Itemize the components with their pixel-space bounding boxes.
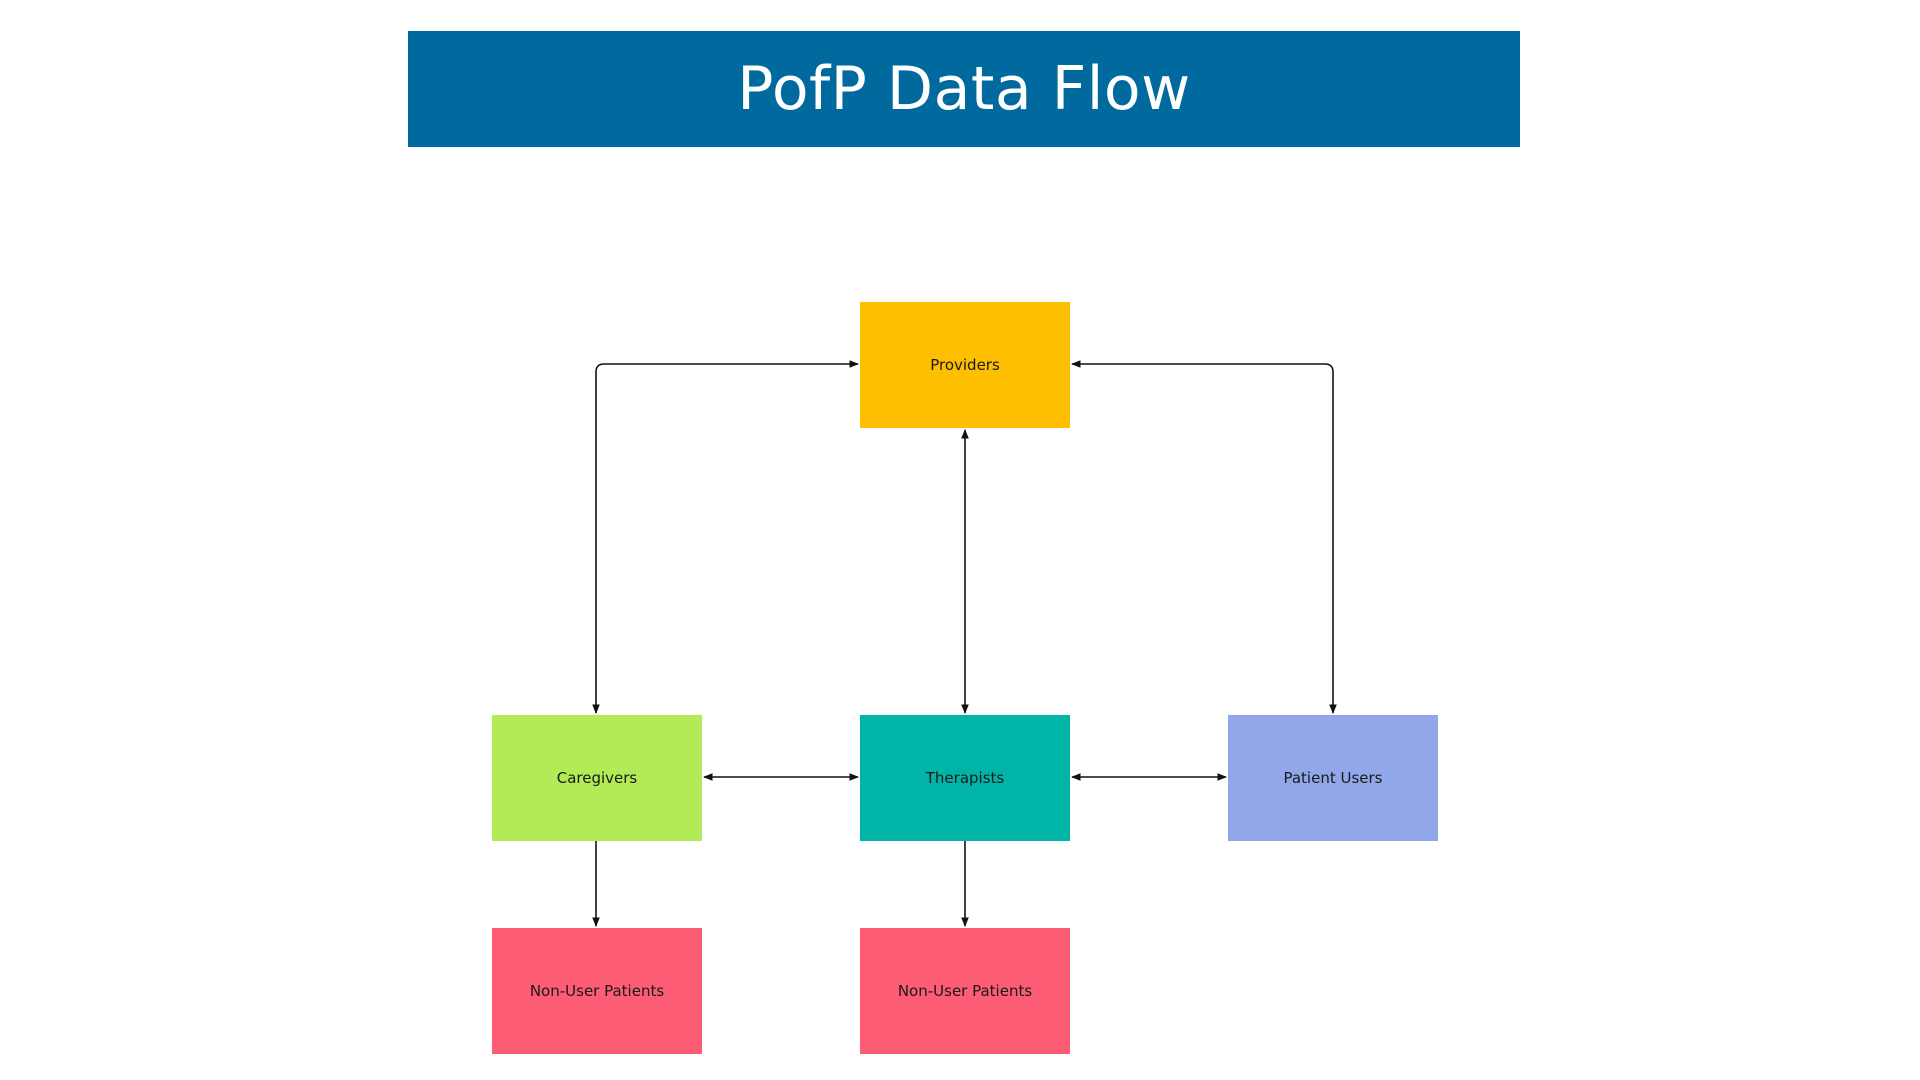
caregivers-node: Caregivers [492, 715, 702, 841]
caregivers-label: Caregivers [556, 769, 638, 787]
patient-users-label: Patient Users [1283, 769, 1383, 787]
title-banner: PofP Data Flow [408, 31, 1520, 147]
patient-users-node: Patient Users [1228, 715, 1438, 841]
non-user-patients-label-left: Non-User Patients [529, 982, 665, 1000]
providers-label: Providers [930, 356, 1000, 374]
edge-providers-patient-users [1071, 360, 1337, 714]
non-user-patients-node-left: Non-User Patients [492, 928, 702, 1054]
therapists-node: Therapists [860, 715, 1070, 841]
non-user-patients-node-center: Non-User Patients [860, 928, 1070, 1054]
non-user-patients-label-center: Non-User Patients [897, 982, 1033, 1000]
therapists-label: Therapists [925, 769, 1005, 787]
edge-providers-caregivers [592, 360, 859, 714]
page-title: PofP Data Flow [737, 54, 1191, 124]
providers-node: Providers [860, 302, 1070, 428]
